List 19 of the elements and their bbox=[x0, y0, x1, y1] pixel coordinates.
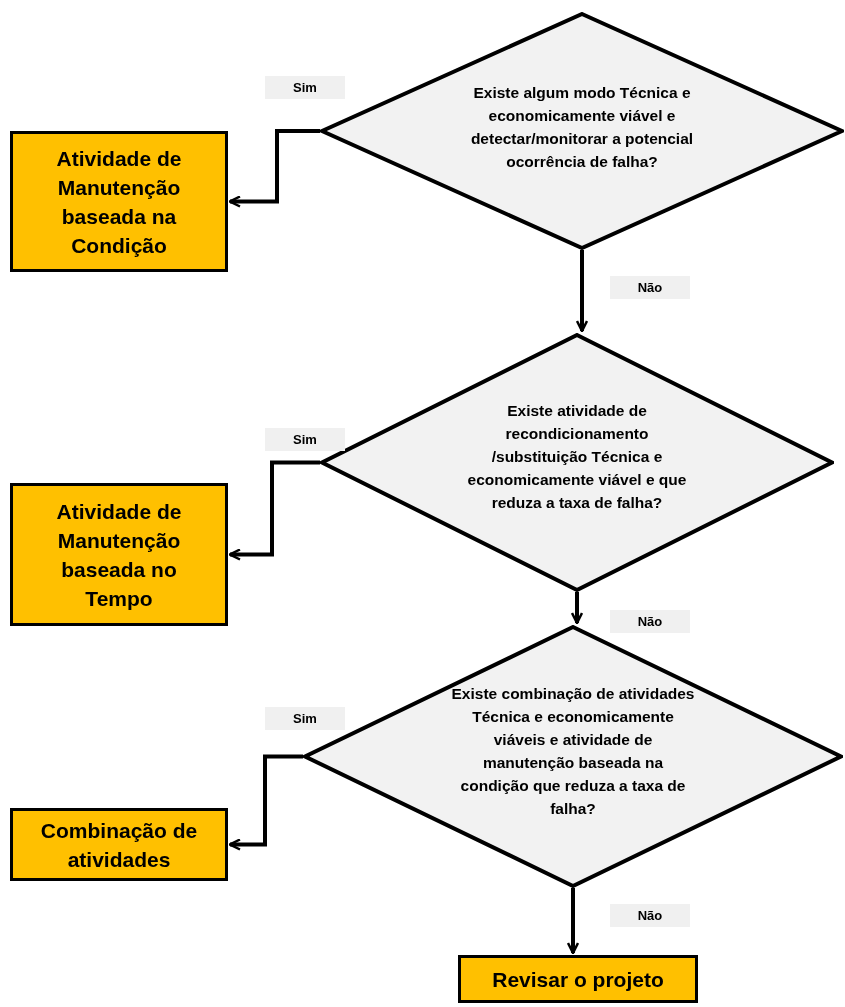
edge-label: Sim bbox=[265, 76, 345, 99]
arrow bbox=[228, 460, 320, 561]
arrow bbox=[228, 129, 320, 208]
question-text: Existe algum modo Técnica e economicamente viável e detectar/monitorar a potencial ocorrência de falha? bbox=[469, 83, 695, 172]
action-box: Atividade de Manutenção baseada no Tempo bbox=[10, 483, 228, 626]
arrow bbox=[570, 592, 584, 625]
arrow bbox=[566, 888, 580, 955]
action-box: Combinação de atividades bbox=[10, 808, 228, 881]
edge-label: Sim bbox=[265, 707, 345, 730]
action-box: Revisar o projeto bbox=[458, 955, 698, 1003]
arrow bbox=[575, 250, 589, 333]
edge-label: Sim bbox=[265, 428, 345, 451]
edge-label: Não bbox=[610, 904, 690, 927]
edge-label: Não bbox=[610, 610, 690, 633]
question-text: Existe combinação de atividades Técnica e economicamente viáveis e atividade de manutenção baseada na condição que reduza a taxa de falha? bbox=[450, 683, 696, 819]
question-text: Existe atividade de recondicionamento /substituição Técnica e economicamente viável e que reduza a taxa de falha? bbox=[466, 401, 688, 513]
action-box: Atividade de Manutenção baseada na Condição bbox=[10, 131, 228, 272]
arrow bbox=[228, 754, 303, 851]
edge-label: Não bbox=[610, 276, 690, 299]
